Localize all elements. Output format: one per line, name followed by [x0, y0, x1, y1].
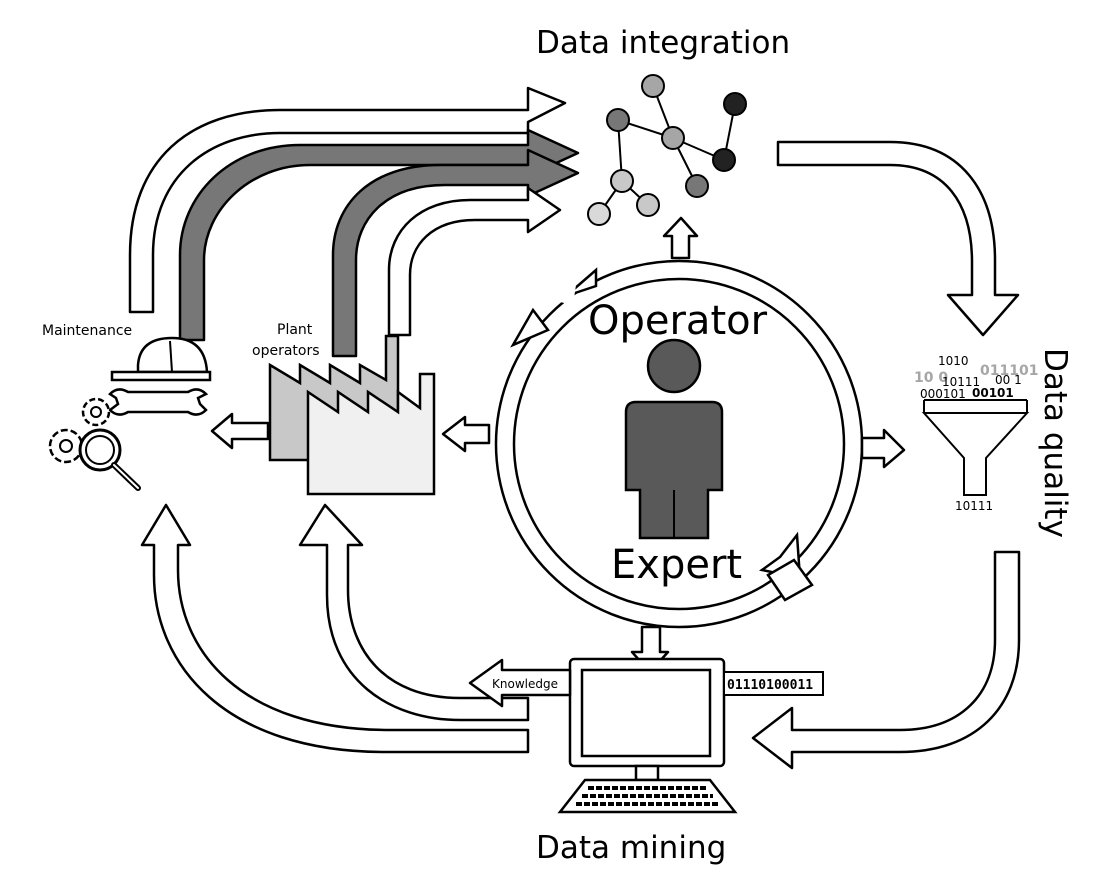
computer-monitor-icon — [568, 657, 726, 782]
mining-to-maintenance-arrow — [140, 503, 530, 754]
plant-to-integration-arrow — [387, 186, 562, 337]
network-graph-icon — [587, 74, 747, 226]
quality-to-mining-arrow — [751, 550, 1021, 770]
data-mining-title: Data mining — [536, 830, 726, 866]
cycle-break-bottom — [766, 558, 814, 602]
factory-icon — [268, 334, 436, 496]
plant-label-line1: Plant — [277, 322, 313, 338]
filter-bits-grey-left: 10 0 — [914, 370, 948, 386]
cycle-to-integration-arrow — [662, 216, 699, 260]
maintenance-grey-arrow — [178, 128, 580, 342]
binary-stream-label: 01110100011 — [727, 678, 813, 693]
cycle-to-quality-arrow — [860, 428, 906, 469]
data-integration-title: Data integration — [536, 25, 790, 61]
operator-label: Operator — [588, 298, 768, 344]
filter-bits-mid-right: 00 1 — [995, 373, 1022, 387]
magnifier-icon — [78, 428, 141, 491]
cycle-arrowhead-left — [510, 307, 550, 348]
filter-bits-top: 1010 — [938, 354, 969, 368]
maintenance-to-integration-arrow — [128, 86, 567, 314]
filter-bits-mid: 10111 — [942, 375, 980, 389]
mining-to-plant-arrow — [298, 503, 530, 722]
filter-bits-output: 10111 — [955, 499, 993, 513]
plant-label-line2: operators — [252, 343, 320, 359]
knowledge-label: Knowledge — [492, 677, 558, 691]
expert-label: Expert — [611, 542, 742, 588]
cycle-to-plant-arrow — [441, 415, 491, 453]
person-icon — [624, 338, 724, 540]
binary-stream-box — [723, 671, 824, 696]
filter-bits-low-left: 000101 — [920, 387, 966, 401]
data-filter-funnel-icon: 1010 10 0 011101 10111 00 1 000101 00101… — [914, 354, 1038, 513]
wrench-icon — [108, 388, 209, 416]
operator-expert-cycle — [494, 259, 864, 629]
integration-to-quality-arrow — [776, 140, 1020, 337]
keyboard-icon — [557, 778, 738, 814]
filter-bits-low-bold: 00101 — [972, 386, 1014, 400]
plant-grey-arrow — [331, 148, 580, 358]
plant-to-maintenance-arrow — [210, 412, 270, 450]
knowledge-output-arrow — [468, 658, 572, 708]
filter-bits-grey-right: 011101 — [980, 363, 1038, 379]
hard-hat-icon — [110, 336, 212, 382]
maintenance-label: Maintenance — [42, 323, 132, 339]
data-quality-title: Data quality — [1037, 348, 1073, 538]
gear-icon — [48, 397, 111, 464]
